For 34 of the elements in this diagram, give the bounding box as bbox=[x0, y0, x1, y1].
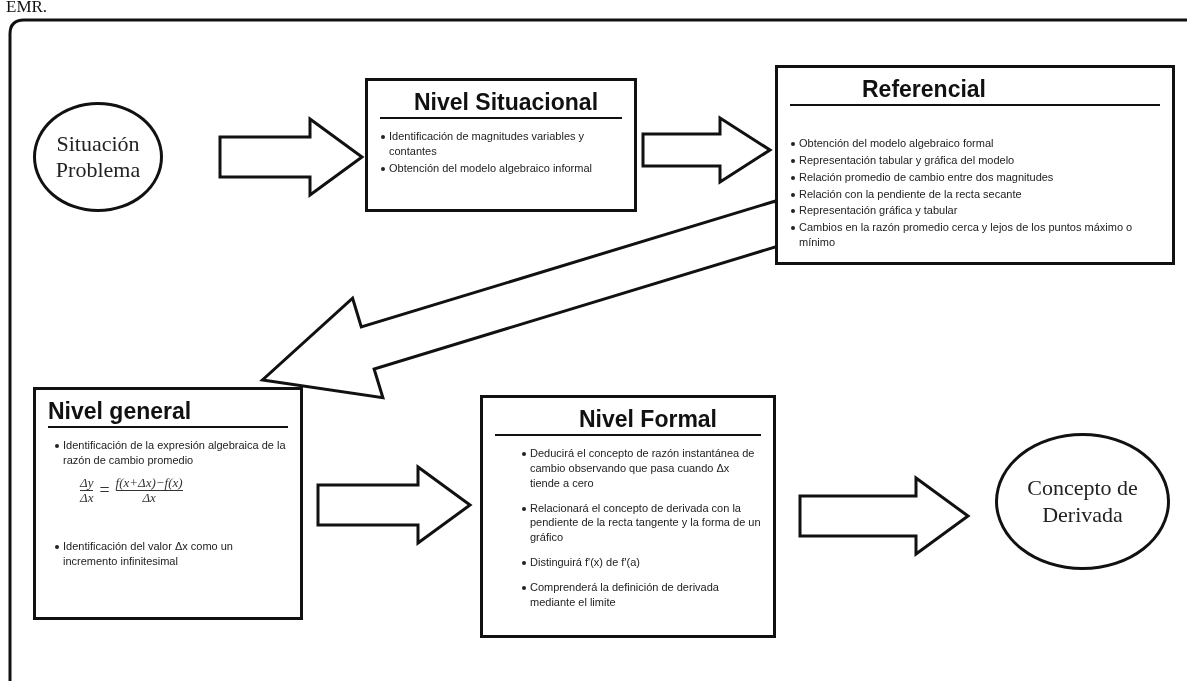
bullet-text: Relacionará el concepto de derivada con la pendiente de la recta tangente y la forma de un gráfico bbox=[530, 500, 761, 546]
math-term: Δx bbox=[142, 491, 156, 506]
bullet-text: Representación gráfica y tabular bbox=[799, 203, 959, 219]
bullet-text: Identificación de la expresión algebraica de la razón de cambio promedio bbox=[63, 438, 287, 468]
bullet-text: Cambios en la razón promedio cerca y lejos de los puntos máximo o mínimo bbox=[799, 220, 1134, 250]
block-arrow bbox=[798, 475, 971, 557]
caption-text: EMR. bbox=[6, 0, 48, 17]
bullet-text: Distinguirá f'(x) de f'(a) bbox=[530, 555, 641, 570]
level-heading: Nivel Situacional bbox=[380, 89, 622, 119]
block-arrow bbox=[218, 116, 365, 198]
level-box bbox=[775, 65, 1175, 265]
math-term: Δy bbox=[80, 475, 94, 490]
bullet-text: Obtención del modelo algebraico formal bbox=[799, 136, 995, 151]
level-box bbox=[33, 387, 303, 620]
bullet-text: Identificación del valor Δx como un incremento infinitesimal bbox=[63, 539, 234, 569]
math-term: Δx bbox=[80, 491, 94, 506]
bullet-text: Obtención del modelo algebraico informal bbox=[389, 160, 593, 176]
bullet-text: Deducirá el concepto de razón instantánea de cambio observando que pasa cuando Δx tiende a cero bbox=[530, 446, 756, 491]
bullet-text: Comprenderá la definición de derivada mediante el limite bbox=[530, 579, 720, 610]
level-heading: Referencial bbox=[790, 76, 1160, 106]
level-heading: Nivel general bbox=[48, 398, 288, 428]
bullet-text: Representación tabular y gráfica del modelo bbox=[799, 152, 1016, 168]
bullet-text: Relación promedio de cambio entre dos magnitudes bbox=[799, 169, 1055, 185]
block-arrow bbox=[316, 464, 473, 546]
math-term: = bbox=[99, 480, 110, 501]
level-box bbox=[365, 78, 637, 212]
node-label: Concepto de Derivada bbox=[1026, 475, 1139, 528]
bullet-text: Identificación de magnitudes variables y contantes bbox=[389, 129, 586, 159]
block-arrow bbox=[641, 115, 773, 185]
level-box bbox=[480, 395, 776, 638]
node-label: Situación Problema bbox=[54, 130, 142, 184]
bullet-text: Relación con la pendiente de la recta secante bbox=[799, 186, 1023, 202]
level-heading: Nivel Formal bbox=[495, 406, 761, 436]
math-term: f(x+Δx)−f(x) bbox=[115, 475, 183, 490]
